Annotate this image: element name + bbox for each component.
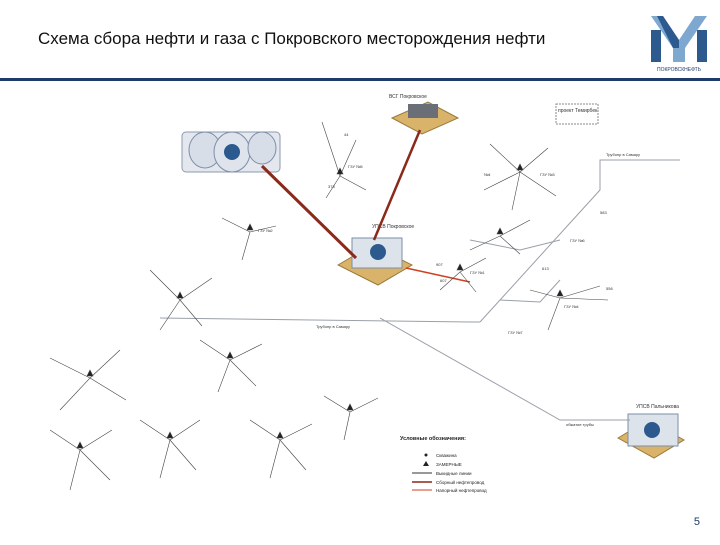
cluster-mid: [439, 257, 487, 293]
facility-top-label: ВСГ Покровское: [389, 94, 427, 100]
pipe-to-samara-top-label: Трубопр в Самару: [606, 152, 640, 157]
page-number: 5: [693, 516, 700, 528]
cluster-sw: [49, 429, 113, 491]
legend: Условные обозначения: Скважина ЗАМЕРНЫЕ …: [400, 435, 487, 493]
logo-caption: ПОКРОВСКНЕФТЬ: [657, 67, 702, 73]
pipeline-diagram: ВСГ Покровское проект Темирбек УПСВ Покр…: [0, 82, 720, 540]
well-label: ГЗУ №1: [470, 270, 485, 275]
legend-item: Сборный нефтепровод: [436, 479, 485, 485]
header-rule: [0, 78, 720, 81]
well-label: ГЗУ №7: [508, 330, 523, 335]
legend-item: ЗАМЕРНЫЕ: [436, 462, 462, 467]
well-label: ГЗУ №3: [540, 172, 555, 177]
upsv-main-icon: УПСВ Покровское: [336, 224, 414, 286]
cluster-se: [529, 285, 609, 331]
cluster-s2: [249, 419, 313, 479]
cluster-w2: [149, 269, 213, 331]
well-label: 373: [328, 184, 335, 189]
well-label: №4: [484, 172, 491, 177]
well-label: 583: [600, 210, 607, 215]
legend-dot-icon: [424, 453, 428, 457]
well-label: 613: [542, 266, 549, 271]
well-label: ГЗУ №6: [570, 238, 585, 243]
pipe-lower-label: обжатие трубы: [566, 422, 594, 427]
trunk-lines: [159, 159, 680, 421]
project-label: проект Темирбек: [558, 108, 598, 114]
legend-title: Условные обозначения:: [400, 435, 466, 442]
well-label: 907: [436, 262, 443, 267]
upsv-east-icon: УПСВ Пальникова: [617, 404, 685, 459]
legend-item: Напорный нефтепровод: [436, 487, 487, 493]
well-label: 607: [440, 278, 447, 283]
well-label: ГЗУ №4: [564, 304, 579, 309]
cluster-s3: [323, 395, 379, 441]
cluster-w3: [49, 349, 127, 411]
upsv-main-label: УПСВ Покровское: [372, 224, 414, 230]
cluster-s1: [139, 419, 201, 479]
collector-pipe-1: [260, 164, 358, 260]
cluster-ne: [483, 143, 557, 211]
upsv-east-label: УПСВ Пальникова: [636, 404, 679, 410]
cluster-north: [321, 121, 367, 199]
legend-item: Выкидные линии: [436, 471, 472, 476]
legend-item: Скважина: [436, 453, 457, 458]
pressure-pipe: [405, 267, 471, 283]
well-clusters: [49, 121, 609, 491]
cluster-w1: [221, 217, 277, 261]
tank-farm-icon: [181, 131, 281, 173]
well-label: ГЗУ №2: [258, 228, 273, 233]
cluster-east: [469, 219, 531, 255]
collector-pipe-2: [372, 129, 422, 241]
cluster-w4: [199, 339, 263, 393]
well-label: ГЗУ №5: [348, 164, 363, 169]
legend-triangle-icon: [423, 461, 429, 466]
pipe-to-samara-mid-label: Трубопр в Самару: [316, 324, 350, 329]
pump-station-icon: ВСГ Покровское: [389, 94, 460, 135]
well-label: 44: [344, 132, 349, 137]
company-logo: ПОКРОВСКНЕФТЬ: [647, 12, 711, 74]
page-title: Схема сбора нефти и газа с Покровского м…: [38, 29, 546, 48]
well-label: 556: [606, 286, 613, 291]
